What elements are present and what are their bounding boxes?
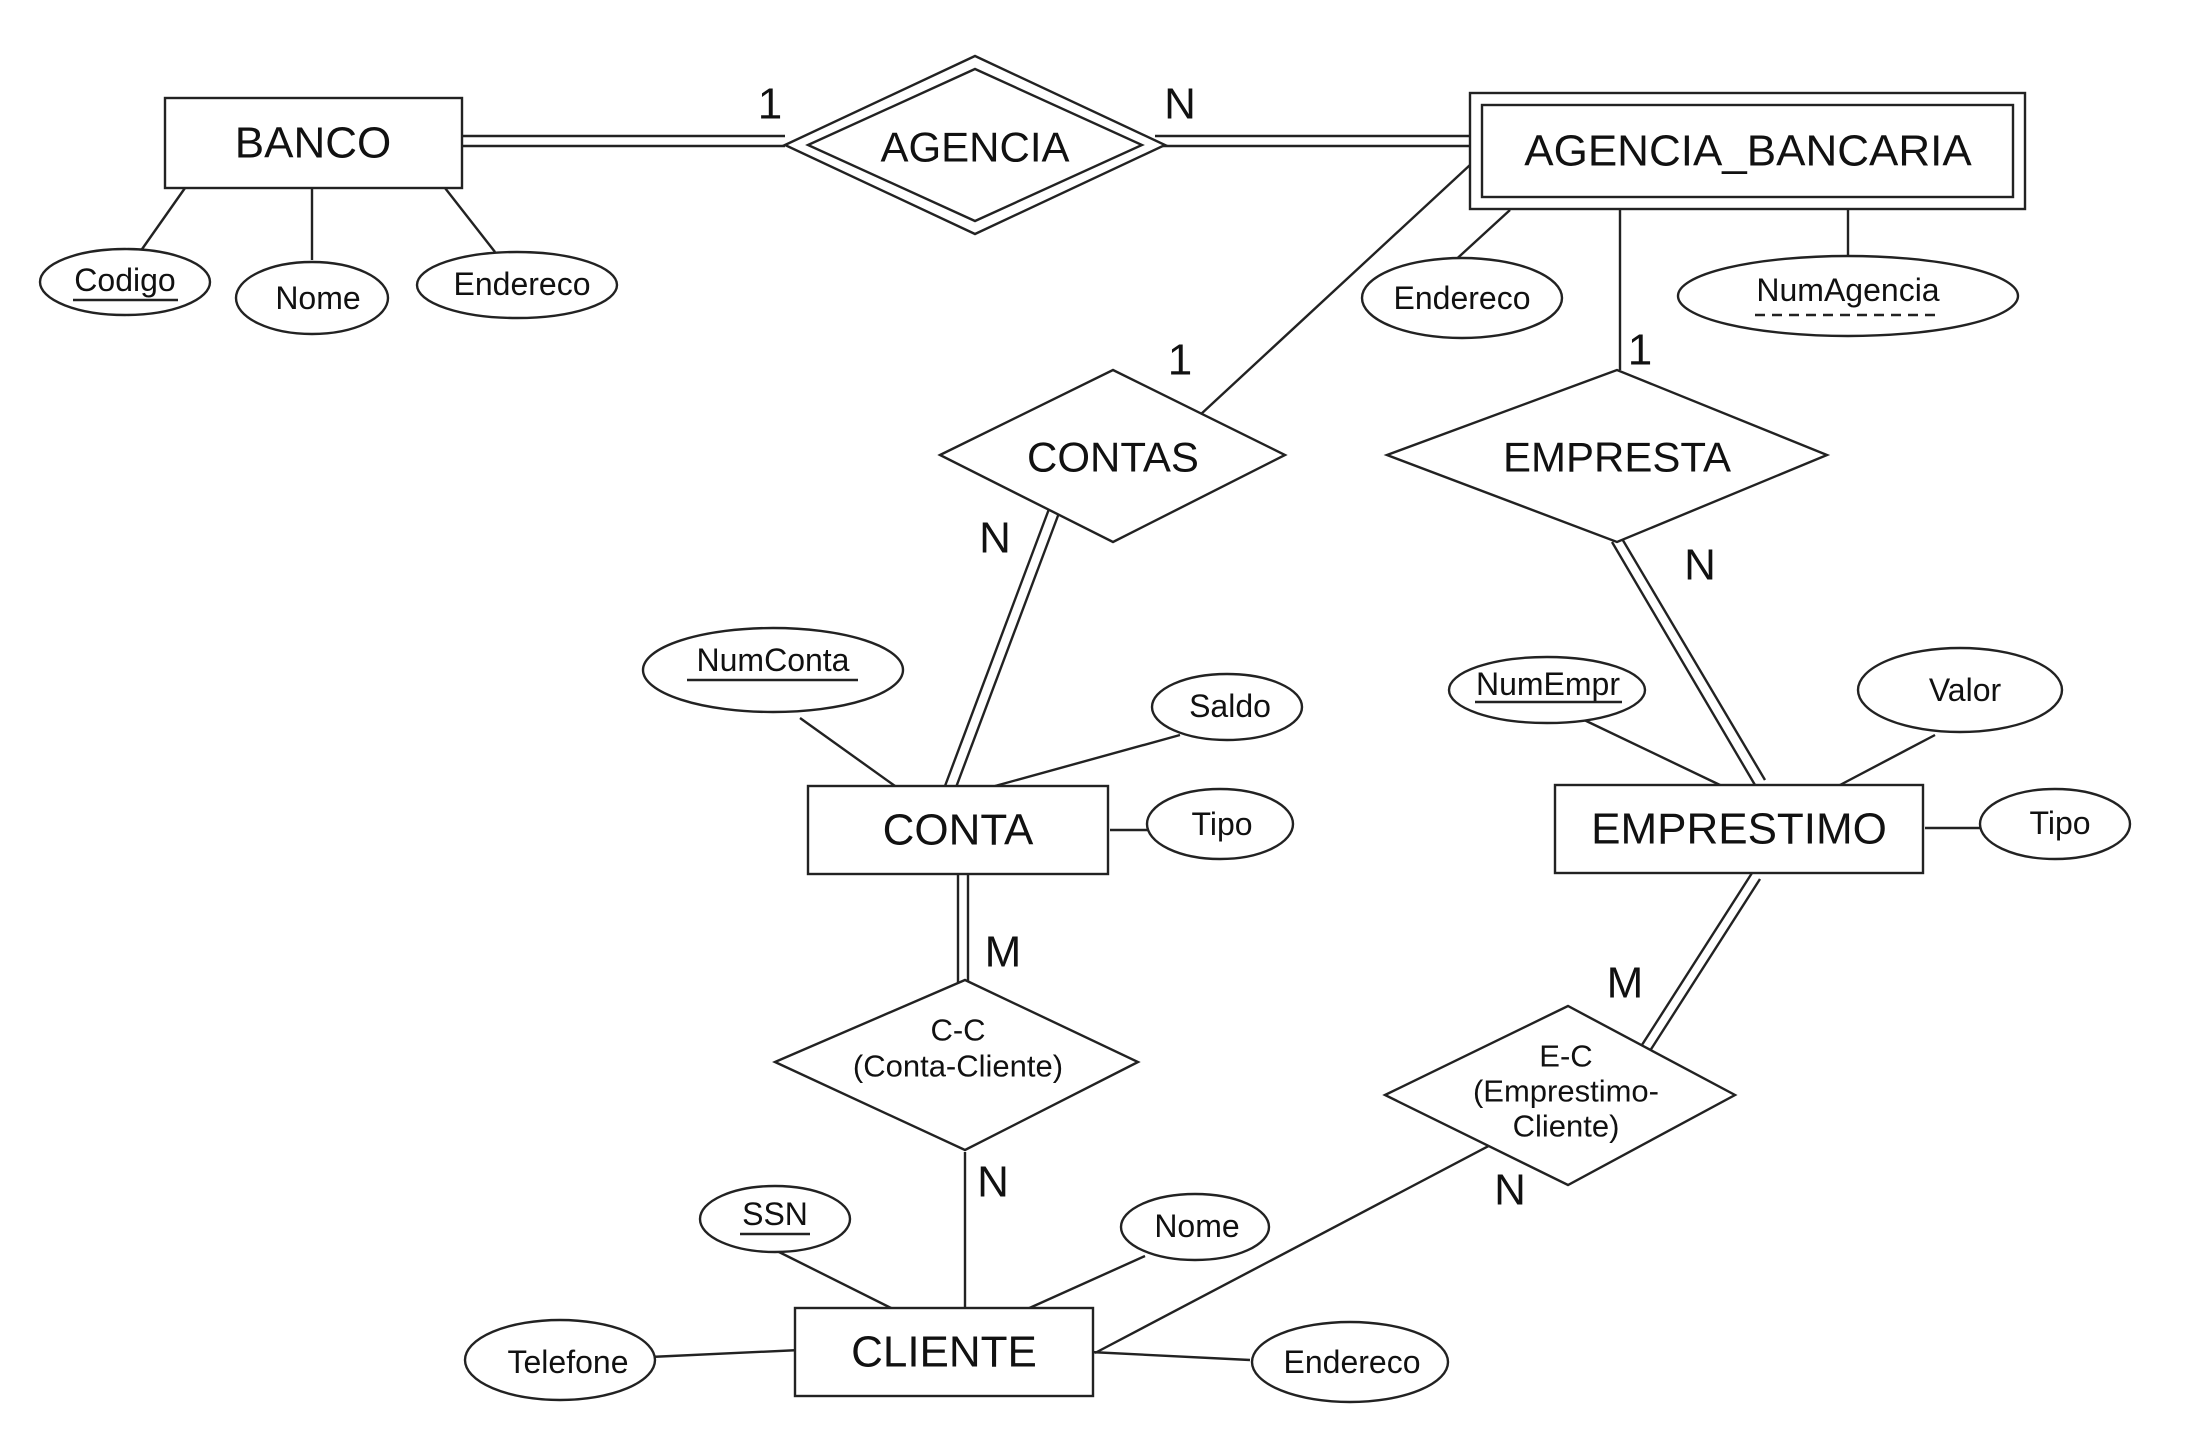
link-contas-conta-2 <box>953 512 1061 791</box>
attr-conta-numconta-label: NumConta <box>697 642 850 678</box>
link-emprestimo-numempr <box>1579 716 1721 787</box>
relationship-contas[interactable]: CONTAS <box>937 368 1288 544</box>
attr-emprestimo-tipo[interactable]: Tipo <box>1978 787 2132 861</box>
entity-agencia-bancaria[interactable]: AGENCIA_BANCARIA <box>1468 91 2027 211</box>
attr-cliente-nome[interactable]: Nome <box>1119 1192 1271 1262</box>
attr-emprestimo-tipo-label: Tipo <box>2029 805 2090 841</box>
attr-agencia-endereco[interactable]: Endereco <box>1360 256 1564 340</box>
relationship-empresta[interactable]: EMPRESTA <box>1383 368 1831 544</box>
entity-cliente[interactable]: CLIENTE <box>793 1306 1095 1398</box>
attr-emprestimo-valor[interactable]: Valor <box>1856 646 2064 734</box>
card-agenciabancaria-empresta: 1 <box>1628 326 1652 375</box>
card-ec-cliente: N <box>1494 1166 1526 1215</box>
link-cliente-nome <box>1024 1254 1146 1312</box>
card-contas-conta: N <box>979 514 1011 563</box>
relationship-ec-line1: E-C <box>1539 1039 1592 1074</box>
relationship-contas-label: CONTAS <box>1027 434 1199 481</box>
card-agencia-agenciabancaria: N <box>1164 80 1196 129</box>
card-banco-agencia: 1 <box>758 80 782 129</box>
entity-banco[interactable]: BANCO <box>163 96 464 190</box>
entity-banco-label: BANCO <box>235 119 391 168</box>
relationship-emprestimo-cliente[interactable]: E-C (Emprestimo- Cliente) <box>1382 1004 1738 1187</box>
card-cc-cliente: N <box>977 1158 1009 1207</box>
attr-agencia-numagencia[interactable]: NumAgencia <box>1676 254 2020 338</box>
link-emprestimo-ec-2 <box>1646 878 1762 1055</box>
link-agenciabancaria-contas <box>1199 164 1471 416</box>
attr-cliente-telefone[interactable]: Telefone <box>463 1318 657 1402</box>
relationship-ec-line3: Cliente) <box>1513 1109 1620 1144</box>
link-banco-endereco <box>444 187 496 253</box>
cardinality-labels: 1 N 1 N 1 N M N M N <box>758 80 1716 1215</box>
relationship-agencia[interactable]: AGENCIA <box>782 54 1168 236</box>
link-cliente-endereco <box>1089 1350 1251 1362</box>
relationship-ec-line2: (Emprestimo- <box>1473 1074 1659 1109</box>
link-banco-codigo <box>139 187 186 253</box>
attr-conta-tipo-label: Tipo <box>1191 806 1252 842</box>
entity-emprestimo[interactable]: EMPRESTIMO <box>1553 783 1925 875</box>
attr-banco-endereco-label: Endereco <box>454 266 591 302</box>
link-emprestimo-valor <box>1839 733 1936 787</box>
link-conta-saldo <box>994 733 1181 788</box>
card-empresta-emprestimo: N <box>1684 541 1716 590</box>
entity-cliente-label: CLIENTE <box>851 1328 1037 1377</box>
attr-emprestimo-numempr-label: NumEmpr <box>1476 666 1620 702</box>
attr-banco-codigo[interactable]: Codigo <box>38 247 212 317</box>
attr-conta-saldo-label: Saldo <box>1189 688 1271 724</box>
attr-cliente-endereco[interactable]: Endereco <box>1250 1320 1450 1404</box>
attr-agencia-endereco-label: Endereco <box>1394 280 1531 316</box>
attr-conta-tipo[interactable]: Tipo <box>1145 787 1295 861</box>
link-cliente-telefone <box>649 1348 801 1359</box>
connector-lines <box>139 134 1982 1362</box>
attr-conta-numconta[interactable]: NumConta <box>641 626 905 714</box>
attr-banco-codigo-label: Codigo <box>74 262 175 298</box>
attr-cliente-ssn[interactable]: SSN <box>698 1184 852 1254</box>
attr-emprestimo-valor-label: Valor <box>1929 672 2002 708</box>
relationship-conta-cliente[interactable]: C-C (Conta-Cliente) <box>772 978 1141 1152</box>
link-empresta-emprestimo <box>1610 541 1757 786</box>
entity-conta[interactable]: CONTA <box>806 784 1110 876</box>
card-emprestimo-ec: M <box>1607 959 1644 1008</box>
attr-banco-endereco[interactable]: Endereco <box>415 250 619 320</box>
card-conta-cc: M <box>985 928 1022 977</box>
relationship-cc-line2: (Conta-Cliente) <box>853 1049 1063 1084</box>
attr-banco-nome[interactable]: Nome <box>234 260 390 336</box>
link-ec-cliente <box>1094 1138 1501 1355</box>
attr-conta-saldo[interactable]: Saldo <box>1150 672 1304 742</box>
link-cliente-ssn <box>774 1248 896 1312</box>
attr-agencia-numagencia-label: NumAgencia <box>1756 272 1939 308</box>
attr-cliente-nome-label: Nome <box>1154 1208 1239 1244</box>
link-emprestimo-ec <box>1638 872 1754 1049</box>
link-agencia-endereco <box>1449 209 1511 266</box>
card-agenciabancaria-contas: 1 <box>1168 336 1192 385</box>
link-empresta-emprestimo-2 <box>1619 536 1767 781</box>
relationship-agencia-label: AGENCIA <box>880 124 1069 171</box>
link-conta-numconta <box>799 717 896 787</box>
entity-emprestimo-label: EMPRESTIMO <box>1591 805 1887 854</box>
attr-cliente-telefone-label: Telefone <box>508 1344 629 1380</box>
relationship-empresta-label: EMPRESTA <box>1503 434 1731 481</box>
attr-cliente-endereco-label: Endereco <box>1284 1344 1421 1380</box>
attr-banco-nome-label: Nome <box>275 280 360 316</box>
attr-cliente-ssn-label: SSN <box>742 1196 808 1232</box>
relationship-cc-line1: C-C <box>930 1013 985 1048</box>
link-contas-conta <box>943 508 1051 787</box>
attr-emprestimo-numempr[interactable]: NumEmpr <box>1447 655 1647 725</box>
entity-agencia-bancaria-label: AGENCIA_BANCARIA <box>1524 127 1972 176</box>
entity-conta-label: CONTA <box>883 806 1034 855</box>
